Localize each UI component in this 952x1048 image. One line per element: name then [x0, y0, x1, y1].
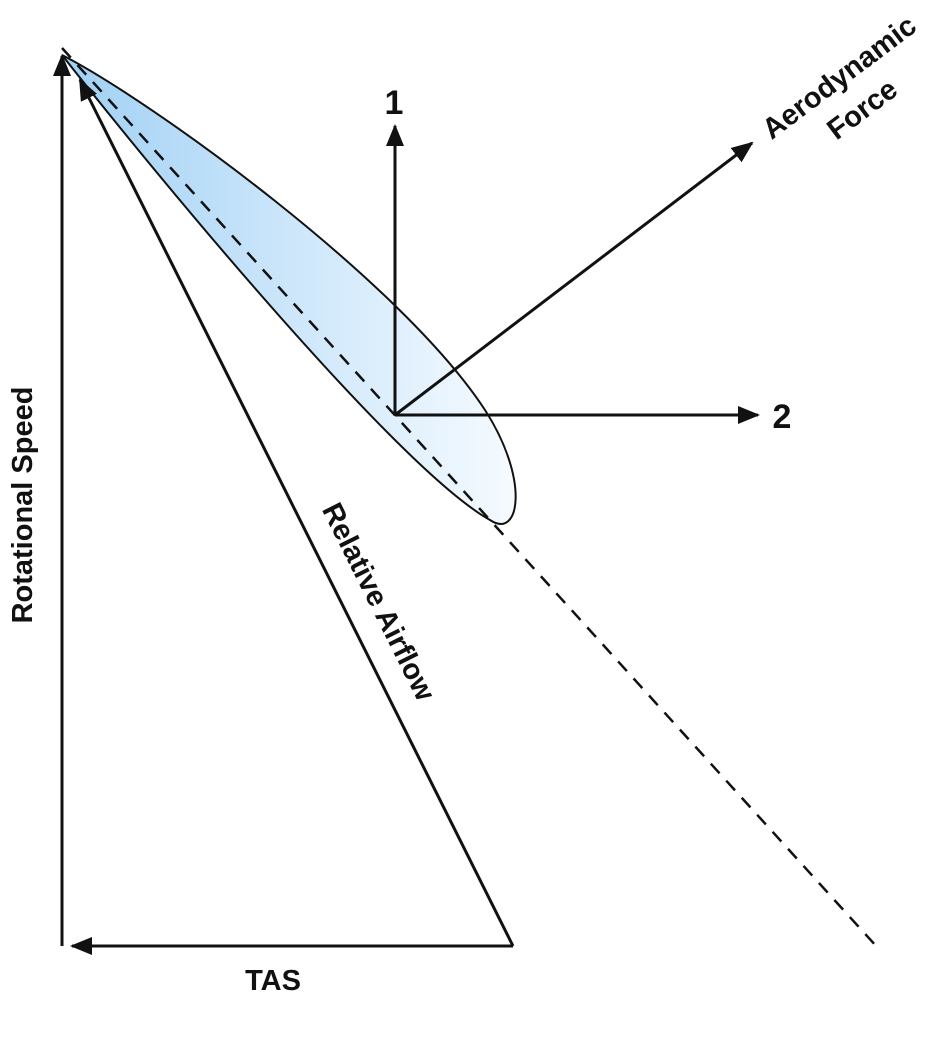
relative-airflow-arrow [78, 78, 515, 947]
aerodynamic-force-arrow [394, 141, 754, 417]
tas-label: TAS [245, 965, 301, 997]
vector-1-label: 1 [385, 84, 404, 122]
rotational-speed-label: Rotational Speed [7, 387, 39, 624]
airfoil-shape [61, 54, 517, 525]
vector-2-label: 2 [773, 398, 792, 436]
chord-line [61, 47, 878, 948]
